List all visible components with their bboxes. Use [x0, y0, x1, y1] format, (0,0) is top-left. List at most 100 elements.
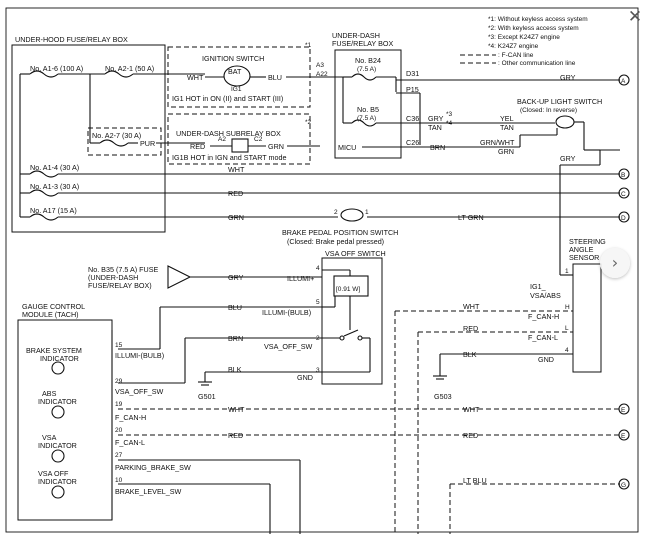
svg-text:WHT: WHT [463, 302, 480, 311]
svg-text:(7.5 A): (7.5 A) [357, 115, 376, 122]
svg-text:5: 5 [316, 299, 320, 306]
ignition-note: IG1 HOT in ON (II) and START (III) [172, 94, 283, 103]
svg-text:*1: *1 [305, 42, 312, 49]
svg-text:BAT: BAT [228, 67, 242, 76]
svg-text:A3: A3 [316, 62, 324, 69]
svg-text:RED: RED [190, 142, 205, 151]
svg-text:VSA OFF: VSA OFF [38, 469, 69, 478]
svg-text:GRN: GRN [268, 142, 284, 151]
svg-text:IG1: IG1 [231, 86, 242, 93]
svg-text:29: 29 [115, 378, 123, 385]
fuse-a17: No. A17 (15 A) [30, 206, 77, 215]
svg-text:B: B [621, 172, 625, 179]
svg-text:WHT: WHT [187, 73, 204, 82]
legend-note-2: *2: With keyless access system [488, 25, 579, 32]
svg-text:C26: C26 [406, 138, 419, 147]
steering-sensor-title-2: ANGLE [569, 245, 594, 254]
brake-indicator-icon [51, 361, 65, 375]
backup-switch-title: BACK-UP LIGHT SWITCH [517, 97, 602, 106]
legend-other: : Other communication line [498, 60, 576, 67]
svg-text:P15: P15 [406, 85, 419, 94]
svg-text:4: 4 [316, 265, 320, 272]
diagram-frame [5, 7, 639, 533]
svg-text:F_CAN-H: F_CAN-H [115, 413, 146, 422]
svg-text:4: 4 [565, 347, 569, 354]
close-icon: ✕ [627, 7, 643, 27]
svg-text:RED: RED [463, 324, 478, 333]
underhood-box-title: UNDER-HOOD FUSE/RELAY BOX [15, 35, 128, 44]
svg-text:LT BLU: LT BLU [463, 476, 487, 485]
gauge-module-title-2: MODULE (TACH) [22, 310, 79, 319]
svg-text:3: 3 [316, 367, 320, 374]
svg-text:BLU: BLU [228, 303, 242, 312]
svg-text:BRAKE_LEVEL_SW: BRAKE_LEVEL_SW [115, 487, 182, 496]
svg-text:A2: A2 [218, 136, 226, 143]
svg-text:INDICATOR: INDICATOR [38, 441, 77, 450]
fuse-a1-4-symbol [29, 170, 59, 178]
svg-text:No. B24: No. B24 [355, 56, 381, 65]
chevron-right-icon: › [611, 253, 619, 272]
svg-text:LT GRN: LT GRN [458, 213, 484, 222]
connector-c: C [618, 187, 630, 199]
svg-text:GRN: GRN [498, 147, 514, 156]
svg-text:*2: *2 [305, 119, 312, 126]
svg-text:ABS: ABS [42, 389, 57, 398]
connector-g: G [618, 478, 630, 490]
svg-text:WHT: WHT [463, 405, 480, 414]
brake-switch-title: BRAKE PEDAL POSITION SWITCH [282, 228, 398, 237]
fuse-a1-3-symbol [29, 189, 59, 197]
svg-text:IG1_: IG1_ [530, 282, 547, 291]
svg-text:GRY: GRY [228, 273, 244, 282]
svg-text:WHT: WHT [228, 165, 245, 174]
svg-text:F_CAN-L: F_CAN-L [528, 333, 558, 342]
svg-text:YEL: YEL [500, 114, 514, 123]
fuse-b24-symbol [351, 73, 377, 81]
next-image-button[interactable]: › [600, 248, 630, 278]
svg-text:E: E [621, 407, 626, 414]
svg-text:D31: D31 [406, 69, 419, 78]
svg-text:G503: G503 [434, 392, 452, 401]
svg-text:A: A [621, 78, 626, 85]
connector-b: B [618, 168, 630, 180]
svg-text:G501: G501 [198, 392, 216, 401]
svg-text:BLK: BLK [228, 365, 242, 374]
vsa-off-switch-contact [343, 329, 359, 337]
svg-text:INDICATOR: INDICATOR [38, 397, 77, 406]
connector-e-2: E [618, 429, 630, 441]
svg-text:VSA_OFF_SW: VSA_OFF_SW [264, 342, 313, 351]
svg-text:GND: GND [538, 355, 554, 364]
legend: *1: Without keyless access system *2: Wi… [460, 16, 588, 67]
wire-pur-label: PUR [140, 139, 155, 148]
subrelay-title: UNDER-DASH SUBRELAY BOX [176, 129, 281, 138]
svg-text:GRY: GRY [560, 154, 576, 163]
svg-text:ILLUMI+: ILLUMI+ [287, 274, 314, 283]
svg-text:1: 1 [565, 268, 569, 275]
svg-text:INDICATOR: INDICATOR [40, 354, 79, 363]
svg-text:E: E [621, 433, 626, 440]
steering-sensor-title-3: SENSOR [569, 253, 599, 262]
fuse-a1-6-symbol [29, 70, 59, 78]
legend-fcan: : F-CAN line [498, 52, 534, 59]
fuse-a2-1-symbol [104, 70, 134, 78]
svg-text:TAN: TAN [500, 123, 514, 132]
fuse-b35-connector [167, 265, 192, 289]
vsa-off-switch-box [321, 257, 383, 385]
underhood-box [11, 44, 166, 233]
connector-d: D [618, 211, 630, 223]
svg-text:L: L [565, 325, 569, 332]
underdash-box-title-1: UNDER-DASH [332, 31, 380, 40]
svg-text:ILLUMI-(BULB): ILLUMI-(BULB) [115, 351, 164, 360]
vsa-off-bulb [333, 275, 369, 297]
svg-text:RED: RED [228, 189, 243, 198]
svg-text:C: C [621, 191, 626, 198]
svg-text:*3: *3 [446, 111, 453, 118]
underdash-box [334, 49, 402, 159]
svg-text:BRN: BRN [228, 334, 243, 343]
connector-e-1: E [618, 403, 630, 415]
steering-sensor-box [572, 263, 602, 373]
svg-text:27: 27 [115, 452, 123, 459]
svg-text:H: H [565, 304, 570, 311]
close-button[interactable]: ✕ [624, 6, 646, 28]
